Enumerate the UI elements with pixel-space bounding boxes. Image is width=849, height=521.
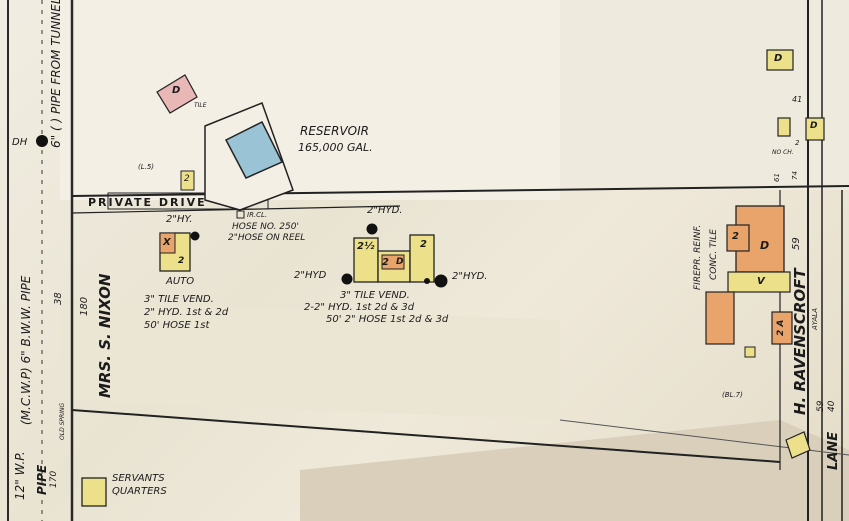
left-building-mark-2: X: [163, 237, 171, 248]
pipe-label-bottom: 12" W.P.: [13, 451, 27, 500]
private-drive-label: PRIVATE DRIVE: [88, 196, 207, 209]
left-note-3: 50' HOSE 1st: [144, 320, 210, 331]
lot-line-lower: [71, 409, 781, 463]
right-building-mark-2: D: [760, 239, 770, 252]
hydrant-center-right: [434, 274, 448, 288]
left-hydrant-label: 2"HY.: [166, 214, 193, 225]
pipe-label-lower: PIPE: [35, 464, 49, 495]
dh-label: DH: [12, 137, 28, 148]
right-avenue-name: AYALA: [811, 308, 819, 330]
fireproof-label-2: CONC. TILE: [709, 229, 719, 280]
center-building-right: [409, 234, 435, 283]
center-note-3: 50' 2" HOSE 1st 2d & 3d: [326, 314, 449, 325]
private-drive-box: [107, 192, 269, 210]
center-building-mark-4: D: [396, 257, 404, 267]
street-number-170: 170: [49, 470, 59, 488]
pink-building: [156, 74, 198, 114]
top-right-building-3: [777, 117, 791, 137]
right-building-porch: [727, 271, 791, 293]
pink-building-mark: D: [172, 85, 181, 96]
top-right-no-ch: NO CH.: [772, 149, 794, 156]
reservoir-tank: [224, 120, 284, 179]
servants-label-1: SERVANTS: [112, 473, 165, 484]
dead-end-hydrant-marker: [36, 135, 48, 147]
fireproof-label-1: FIREPR. REINF.: [693, 224, 703, 290]
small-building-mark: 2: [184, 174, 190, 184]
owner-name-nixon: MRS. S. NIXON: [96, 273, 114, 398]
lot-note-left: (L.5): [138, 163, 155, 171]
pipe-label-mid: (M.C.W.P) 6" B.W.W. PIPE: [20, 275, 32, 425]
lane-number-2: 40: [827, 400, 837, 412]
owner-number-180: 180: [79, 296, 90, 316]
small-building: [180, 170, 195, 191]
top-right-mark-1: D: [774, 53, 783, 64]
left-auto-label: AUTO: [166, 276, 195, 287]
right-building-base: [705, 291, 735, 345]
hydrant-center-top: [366, 223, 378, 235]
top-right-num-61: 61: [773, 173, 781, 182]
left-note-1: 3" TILE VEND.: [144, 294, 214, 305]
top-right-num-74: 74: [791, 171, 799, 180]
right-lot-note: (BL.7): [722, 391, 743, 399]
right-owner-number: 59: [791, 237, 802, 250]
pipe-label-top: 6" ( ) PIPE FROM TUNNEL TO RESERVOIR: [50, 0, 62, 148]
right-outbuilding-mark: 2 A: [776, 319, 786, 336]
lane-number-1: 59: [816, 400, 826, 412]
paper-patch-bottom: [300, 420, 849, 521]
center-building-core: [381, 254, 405, 270]
top-right-mark-4: 2: [795, 139, 800, 147]
hydrant-center-small: [424, 278, 430, 284]
right-outbuilding: [771, 311, 793, 345]
right-building-mark-3: V: [757, 276, 765, 287]
top-right-building-2: [805, 117, 825, 141]
center-building-left: [353, 237, 379, 283]
left-note-2: 2" HYD. 1st & 2d: [144, 307, 229, 318]
center-note-2: 2-2" HYD. 1st 2d & 3d: [304, 302, 415, 313]
servants-quarters-building: [81, 477, 107, 507]
top-right-mark-2: 41: [792, 95, 803, 104]
center-hydrant-left-label: 2"HYD: [294, 270, 327, 281]
street-number-38: 38: [53, 292, 64, 305]
paper-patch-top: [60, 0, 560, 200]
top-right-mark-3: D: [810, 121, 818, 131]
center-building-mark-2: 2: [382, 257, 389, 268]
small-square-mark: [236, 210, 245, 219]
reservoir-title: RESERVOIR: [300, 124, 369, 138]
left-hose-note-1: IR.CL.: [247, 211, 268, 219]
right-building-mark-1: 2: [732, 231, 739, 242]
right-tiny-building: [744, 346, 756, 358]
top-right-building-1: [766, 49, 794, 71]
pink-building-note: TILE: [194, 102, 207, 109]
left-hose-note-3: 2"HOSE ON REEL: [228, 233, 306, 243]
center-note-1: 3" TILE VEND.: [340, 290, 410, 301]
lane-label: LANE: [826, 431, 841, 470]
reservoir-capacity: 165,000 GAL.: [298, 141, 373, 154]
center-building-mark-3: 2: [420, 239, 427, 250]
hydrant-center-left: [341, 273, 353, 285]
drive-line-top: [71, 185, 849, 197]
center-hydrant-right-label: 2"HYD.: [452, 271, 488, 282]
center-building-mark-1: 2½: [357, 241, 375, 252]
owner-name-ravenscroft: H. RAVENSCROFT: [791, 268, 809, 415]
servants-label-2: QUARTERS: [112, 486, 167, 497]
right-building-wing: [726, 224, 750, 252]
old-spring-label: OLD SPRING: [59, 402, 66, 440]
paper-patch-mid: [60, 300, 560, 420]
lane-building: [785, 431, 811, 459]
center-hydrant-top-label: 2"HYD.: [367, 205, 403, 216]
hydrant-left: [190, 231, 200, 241]
left-hose-note-2: HOSE NO. 250': [232, 222, 299, 232]
left-building-part: [159, 232, 176, 254]
left-building-mark-1: 2: [178, 256, 185, 266]
paper-patch-right: [560, 0, 849, 190]
